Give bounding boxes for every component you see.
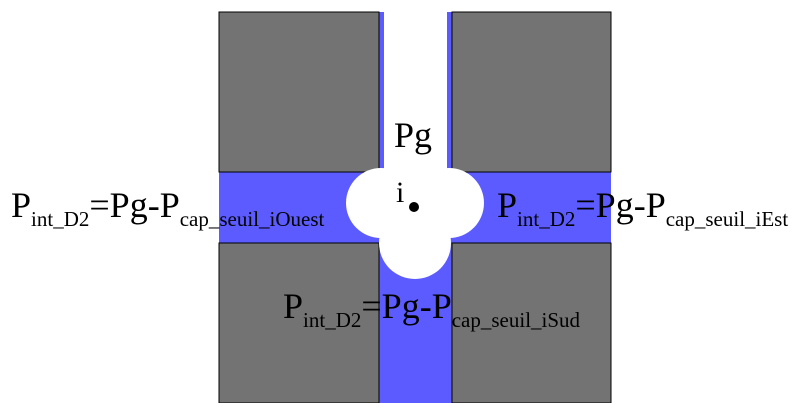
fluid-north-left-film xyxy=(379,12,384,172)
west-sub-int: int_D2 xyxy=(31,207,90,231)
east-sub-int: int_D2 xyxy=(517,207,576,231)
south-sub-int: int_D2 xyxy=(303,308,362,332)
solid-grain-top-left xyxy=(218,11,380,173)
west-sub-cap: cap_seuil_iOuest xyxy=(179,207,325,231)
pore-index-symbol: i xyxy=(396,176,405,209)
south-p: P xyxy=(283,286,304,326)
solid-grain-top-right xyxy=(451,11,612,173)
south-sub-cap: cap_seuil_iSud xyxy=(451,308,581,332)
pore-pressure-label: Pg xyxy=(394,117,432,153)
west-eq: =Pg-P xyxy=(89,185,180,225)
east-sub-cap: cap_seuil_iEst xyxy=(665,207,789,231)
solid-grain-bottom-right xyxy=(451,242,612,403)
east-p: P xyxy=(497,185,518,225)
gas-north-throat xyxy=(384,12,447,197)
west-p: P xyxy=(11,185,32,225)
fluid-north-right-film xyxy=(447,12,452,172)
east-pressure-equation: Pint_D2=Pg-Pcap_seuil_iEst xyxy=(497,187,788,230)
pore-node-dot xyxy=(409,202,419,212)
pore-pressure-symbol: Pg xyxy=(394,115,433,155)
south-eq: =Pg-P xyxy=(361,286,452,326)
west-pressure-equation: Pint_D2=Pg-Pcap_seuil_iOuest xyxy=(11,187,324,230)
pore-index-label: i xyxy=(396,178,404,208)
east-eq: =Pg-P xyxy=(575,185,666,225)
south-pressure-equation: Pint_D2=Pg-Pcap_seuil_iSud xyxy=(283,288,580,331)
solid-grain-bottom-left xyxy=(218,242,380,403)
